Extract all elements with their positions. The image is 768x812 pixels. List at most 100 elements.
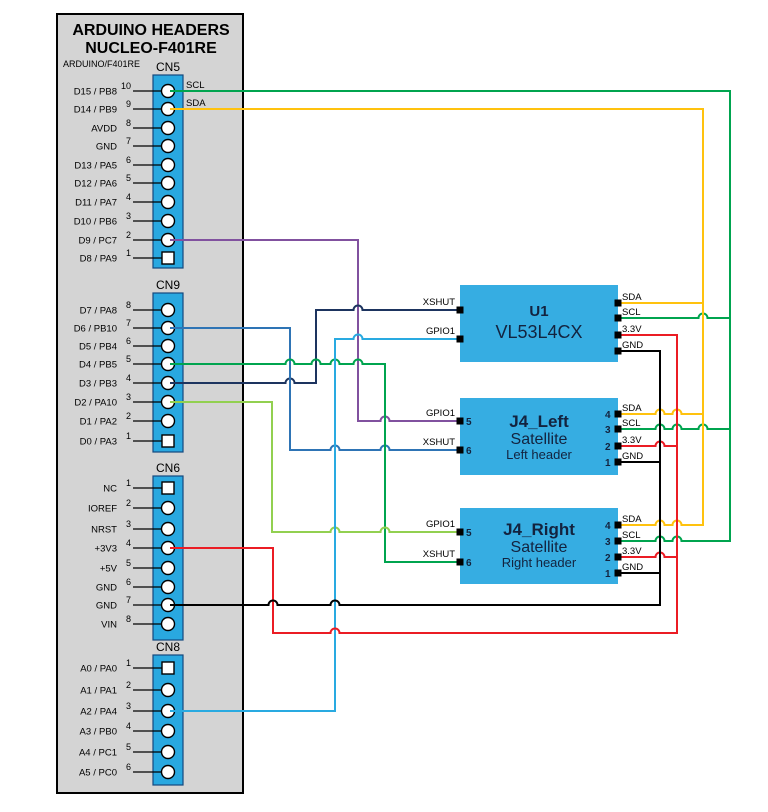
pin-circle: [160, 302, 176, 318]
pin-number: 6: [126, 155, 131, 165]
block-pin-label-scl: SCL: [622, 307, 640, 318]
pin-circle: [160, 194, 176, 210]
pin-number: 8: [126, 118, 131, 128]
pin-circle: [160, 338, 176, 354]
board-panel: [56, 13, 244, 794]
pin-number: 3: [126, 211, 131, 221]
block-pin-square: [456, 558, 464, 566]
block-j4_left-text-1: Satellite: [511, 431, 568, 448]
pin-label: D10 / PB6: [74, 217, 117, 228]
pin-circle: [160, 560, 176, 576]
block-pin-square: [614, 458, 622, 466]
block-pin-square: [456, 528, 464, 536]
block-pin-number: 1: [605, 569, 611, 580]
block-u1-text-1: VL53L4CX: [495, 322, 582, 342]
wire-d4-to-j4right-xshut: [170, 358, 460, 563]
pin-label: D7 / PA8: [80, 306, 117, 317]
block-pin-number: 3: [605, 537, 611, 548]
block-pin-number: 5: [466, 528, 472, 539]
block-pin-number: 3: [605, 425, 611, 436]
pin-number: 2: [126, 498, 131, 508]
pin-number: 4: [126, 192, 131, 202]
block-pin-label-sda: SDA: [622, 292, 642, 303]
pin-label: AVDD: [91, 124, 117, 135]
connector-label-cn9: CN9: [156, 278, 180, 292]
block-pin-square: [456, 417, 464, 425]
pin-label: +5V: [100, 564, 118, 575]
pin-circle: [160, 413, 176, 429]
pin-label: D3 / PB3: [79, 379, 117, 390]
pin-circle: [160, 744, 176, 760]
pin-cn6-1: NC1: [103, 478, 175, 495]
wire-a2-to-u1-gpio1: [170, 333, 460, 712]
pin-label: A0 / PA0: [80, 664, 117, 675]
pin-label: GND: [96, 601, 117, 612]
board-title-line2: NUCLEO-F401RE: [85, 40, 217, 57]
pin-circle: [160, 723, 176, 739]
pin-label: D2 / PA10: [74, 398, 117, 409]
wire-sda-j4left-branch: [618, 408, 703, 415]
pin-label: IOREF: [88, 504, 117, 515]
pin-circle: [160, 120, 176, 136]
block-pin-number: 2: [605, 553, 611, 564]
pin-label: D14 / PB9: [74, 105, 117, 116]
pin-number: 4: [126, 373, 131, 383]
block-pin-square: [456, 335, 464, 343]
board-title-line1: ARDUINO HEADERS: [72, 22, 230, 39]
pin-tag-sda: SDA: [186, 98, 206, 109]
wire-scl-bus: [170, 90, 731, 542]
pin-circle: [160, 175, 176, 191]
pin-number: 7: [126, 595, 131, 605]
pin-square: [161, 251, 175, 265]
pin-label: A2 / PA4: [80, 707, 117, 718]
pin-circle: [160, 616, 176, 632]
pin-number: 8: [126, 300, 131, 310]
pin-label: D15 / PB8: [74, 87, 117, 98]
pin-cn6-2: IOREF 2: [88, 498, 176, 516]
pin-square: [161, 661, 175, 675]
block-pin-square: [614, 425, 622, 433]
pin-label: D0 / PA3: [80, 437, 117, 448]
block-pin-number: 4: [605, 521, 611, 532]
pin-label: D11 / PA7: [75, 198, 117, 209]
block-pin-label-xshut: XSHUT: [423, 549, 455, 560]
wire-d3-to-u1-xshut: [170, 304, 460, 384]
block-pin-square: [614, 347, 622, 355]
pin-circle: [160, 138, 176, 154]
pin-cn5-3: D10 / PB6 3: [74, 211, 176, 229]
pin-number: 2: [126, 230, 131, 240]
pin-number: 10: [121, 81, 131, 91]
block-pin-number: 6: [466, 446, 472, 457]
block-pin-square: [614, 537, 622, 545]
connector-label-cn6: CN6: [156, 461, 180, 475]
pin-circle: [160, 682, 176, 698]
pin-number: 5: [126, 173, 131, 183]
block-pin-square: [614, 331, 622, 339]
block-pin-label-3.3v: 3.3V: [622, 546, 642, 557]
pin-number: 8: [126, 614, 131, 624]
pin-circle: [160, 500, 176, 516]
block-j4_right-text-1: Satellite: [511, 539, 568, 556]
pin-label: VIN: [101, 620, 117, 631]
wire-sda-bus: [170, 108, 704, 526]
block-pin-label-3.3v: 3.3V: [622, 435, 642, 446]
pin-cn6-7: GND 7: [96, 595, 176, 613]
